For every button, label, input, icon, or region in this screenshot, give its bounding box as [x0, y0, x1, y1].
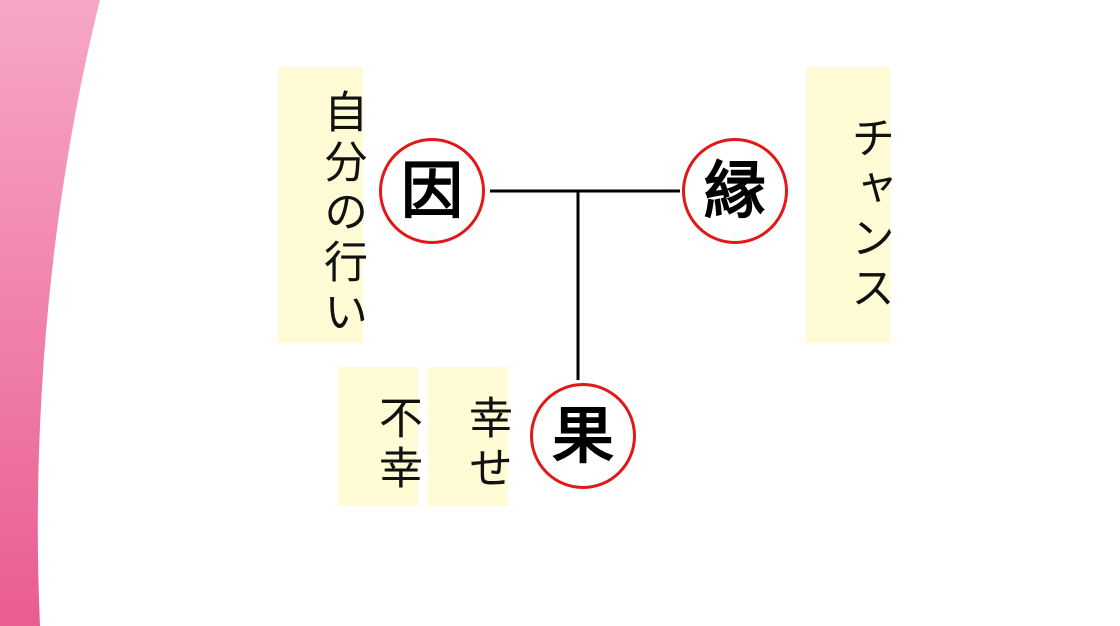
label-effect-negative: 不幸: [338, 367, 422, 506]
node-effect: 果: [530, 383, 636, 489]
label-cause: 自分の行い: [278, 67, 367, 343]
label-condition: チャンス: [806, 67, 894, 343]
label-effect-positive: 幸せ: [428, 367, 512, 506]
node-condition: 縁: [682, 138, 788, 244]
node-cause: 因: [379, 138, 485, 244]
